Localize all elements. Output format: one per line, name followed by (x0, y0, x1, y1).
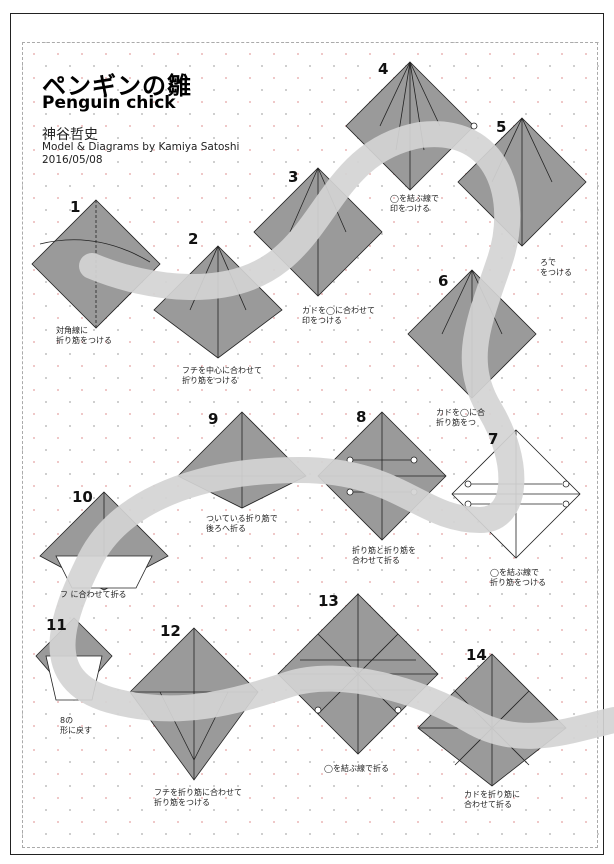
page-frame (10, 13, 604, 855)
step-number-14: 14 (466, 646, 487, 664)
overlay-scribble (49, 121, 614, 749)
step-caption-6: カドを◯に合折り筋をつ (436, 408, 485, 427)
title-japanese: ペンギンの雛 (42, 72, 192, 100)
author-name: 神谷哲史 (42, 127, 98, 143)
step-caption-10: フ に合わせて折る (60, 590, 127, 599)
step-caption-14: カドを折り筋に合わせて折る (464, 790, 520, 809)
step-number-11: 11 (46, 616, 67, 634)
step-number-10: 10 (72, 488, 93, 506)
inner-border (22, 42, 598, 848)
step-number-5: 5 (496, 118, 507, 136)
credit-line: Model & Diagrams by Kamiya Satoshi (42, 141, 240, 153)
step-number-13: 13 (318, 592, 339, 610)
step-caption-2: フチを中心に合わせて折り筋をつける (182, 366, 262, 385)
step-number-2: 2 (188, 230, 199, 248)
step-caption-3: カドを◯に合わせて印をつける (302, 306, 375, 325)
step-caption-1: 対角線に折り筋をつける (56, 326, 112, 345)
date: 2016/05/08 (42, 154, 103, 166)
step-number-8: 8 (356, 408, 367, 426)
step-number-6: 6 (438, 272, 449, 290)
step-number-1: 1 (70, 198, 81, 216)
step-caption-11: 8の形に戻す (60, 716, 92, 735)
title-english: Penguin chick (42, 93, 176, 113)
step-caption-8: 折り筋と折り筋を合わせて折る (352, 546, 416, 565)
step-number-7: 7 (488, 430, 499, 448)
step-caption-9: ついている折り筋で後ろへ折る (206, 514, 278, 533)
step-caption-7: ◯を結ぶ線で折り筋をつける (490, 568, 546, 587)
step-number-9: 9 (208, 410, 219, 428)
step-caption-13: ◯を結ぶ線で折る (324, 764, 389, 773)
step-number-12: 12 (160, 622, 181, 640)
step-caption-12: フチを折り筋に合わせて折り筋をつける (154, 788, 242, 807)
step-number-3: 3 (288, 168, 299, 186)
step-caption-4: ◯を結ぶ線で印をつける (390, 194, 439, 213)
step-caption-5: ろでをつける (540, 258, 572, 277)
step-number-4: 4 (378, 60, 389, 78)
